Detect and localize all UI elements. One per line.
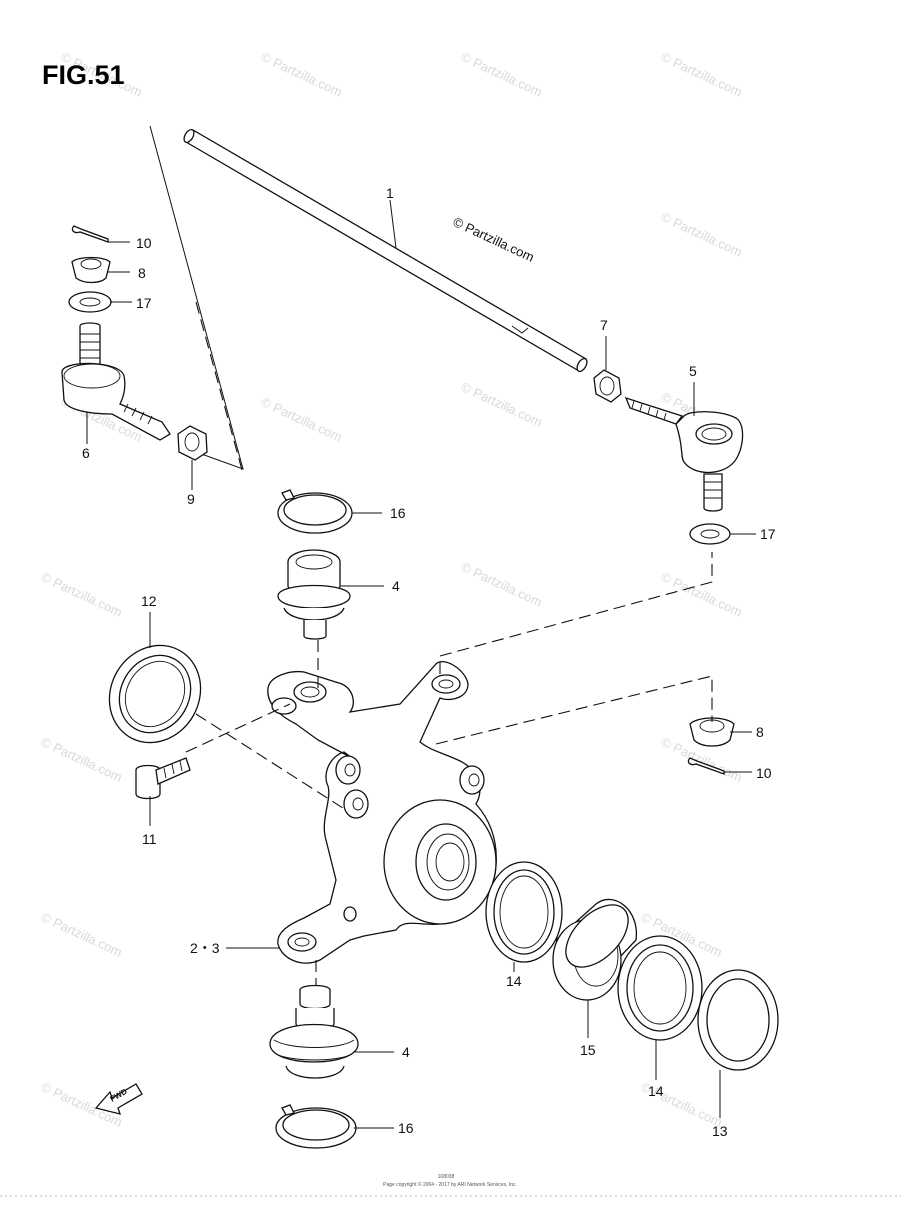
watermark: © Partzilla.com	[259, 49, 345, 100]
watermark: © Partzilla.com	[659, 49, 745, 100]
watermark: © Partzilla.com	[659, 209, 745, 260]
watermark: © Partzilla.com	[39, 909, 125, 960]
hub-seal-outer[interactable]	[617, 935, 703, 1041]
watermark: © Partzilla.com	[459, 379, 545, 430]
copyright-note: © Partzilla.com	[451, 214, 537, 265]
callout-13[interactable]: 13	[712, 1123, 728, 1139]
callout-1[interactable]: 1	[386, 185, 394, 201]
washer-left[interactable]	[68, 291, 112, 313]
callout-14[interactable]: 14	[506, 973, 522, 989]
callout-labels: 1 10 8 17 7 5 6 9 16 17 4 12 8 10 11 2・3…	[82, 185, 776, 1139]
footer-copyright: Page copyright © 2004 - 2017 by ARI Netw…	[383, 1181, 517, 1188]
callout-16[interactable]: 16	[390, 505, 406, 521]
ball-joint-bottom[interactable]	[269, 984, 359, 1079]
circlip-bottom[interactable]	[275, 1104, 357, 1149]
watermark: © Partzilla.com	[39, 734, 125, 785]
castle-nut-left[interactable]	[71, 256, 111, 284]
circlip-top[interactable]	[277, 489, 353, 534]
callout-15[interactable]: 15	[580, 1042, 596, 1058]
callout-11[interactable]: 11	[142, 831, 157, 847]
callout-2-3[interactable]: 2・3	[190, 940, 220, 956]
bearing-spacer[interactable]	[552, 894, 639, 1001]
assembly-lines	[185, 301, 713, 986]
callout-14[interactable]: 14	[648, 1083, 664, 1099]
watermark: © Partzilla.com	[459, 559, 545, 610]
steering-knuckle[interactable]	[267, 661, 497, 964]
cotter-pin-left[interactable]	[71, 225, 109, 243]
callout-4[interactable]: 4	[402, 1044, 410, 1060]
assembly-bracket	[149, 125, 244, 470]
callout-8[interactable]: 8	[138, 265, 146, 281]
ball-joint-top[interactable]	[277, 549, 351, 640]
nut-left[interactable]	[177, 425, 208, 461]
dust-ring[interactable]	[697, 969, 779, 1071]
tie-rod[interactable]	[182, 128, 589, 373]
callout-9[interactable]: 9	[187, 491, 195, 507]
leader-lines	[86, 199, 756, 1129]
callout-6[interactable]: 6	[82, 445, 90, 461]
figure-title: FIG.51	[42, 60, 125, 90]
callout-5[interactable]: 5	[689, 363, 697, 379]
callout-7[interactable]: 7	[600, 317, 608, 333]
tie-rod-end-right[interactable]	[624, 396, 744, 512]
bolt[interactable]	[135, 757, 191, 800]
callout-8[interactable]: 8	[756, 724, 764, 740]
washer-right[interactable]	[689, 523, 731, 545]
watermark: © Partzilla.com	[459, 49, 545, 100]
callout-16[interactable]: 16	[398, 1120, 414, 1136]
hub-seal-inner[interactable]	[485, 861, 563, 963]
lock-nut[interactable]	[593, 369, 622, 403]
callout-4[interactable]: 4	[392, 578, 400, 594]
callout-12[interactable]: 12	[141, 593, 157, 609]
tie-rod-end-left[interactable]	[61, 322, 171, 441]
oil-seal[interactable]	[92, 629, 218, 760]
watermark: © Partzilla.com	[259, 394, 345, 445]
callout-10[interactable]: 10	[756, 765, 772, 781]
callout-10[interactable]: 10	[136, 235, 152, 251]
callout-17[interactable]: 17	[760, 526, 776, 542]
callout-17[interactable]: 17	[136, 295, 152, 311]
watermark: © Partzilla.com	[659, 569, 745, 620]
forward-direction-arrow: FWD	[94, 1083, 143, 1115]
watermark: © Partzilla.com	[39, 569, 125, 620]
footer-code: 108038	[438, 1174, 455, 1180]
castle-nut-right[interactable]	[689, 717, 735, 747]
